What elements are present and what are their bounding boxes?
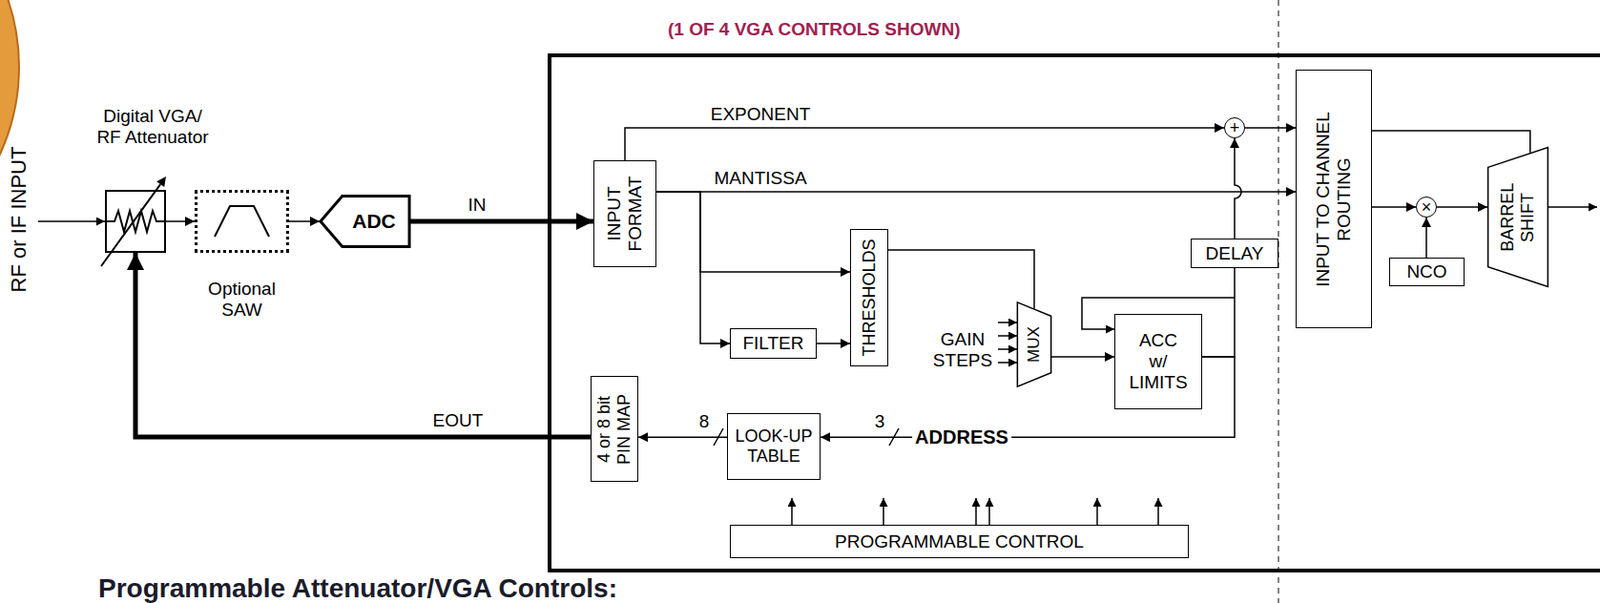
box-label: ACC w/ LIMITS [1128,330,1187,394]
connector [135,252,591,437]
signal-label: IN [468,194,487,216]
box-label: 4 or 8 bit PIN MAP [594,391,634,468]
signal-label: EOUT [433,410,484,432]
connector [656,191,851,272]
chip-boundary: INPUT FORMAT + INPUT TO CHANNEL ROUTING × NC… [547,53,1600,573]
mixer-circle: × [1415,196,1437,218]
connector [1202,268,1235,357]
control-arrow [1096,498,1099,525]
variable-arrow [101,184,161,267]
connector [638,436,728,438]
process-box: INPUT TO CHANNEL ROUTING [1295,69,1372,329]
signal-label: EXPONENT [710,103,811,125]
connector [1245,126,1296,129]
control-arrow [988,498,991,525]
attenuator-block: Digital VGA/ RF Attenuator [104,189,167,253]
box-label: FILTER [742,332,804,354]
box-label: THRESHOLDS [859,238,880,356]
barrel-outline-shape [1488,146,1549,287]
process-box: THRESHOLDS [850,228,889,367]
connector [656,190,1296,193]
box-label: INPUT TO CHANNEL ROUTING [1312,101,1355,297]
bandpass-symbol [197,192,287,250]
gain-step-arrow [997,321,1018,324]
connector [816,342,851,345]
process-box: INPUT FORMAT [593,160,657,268]
mux-outline-shape [1017,302,1051,387]
connector [1371,130,1531,153]
connector [1051,355,1115,358]
connector [656,191,730,344]
control-arrow [1157,498,1160,525]
attenuator-symbol [106,191,165,251]
dashed-divider [1277,0,1279,603]
bus-width: 3 [874,411,886,433]
shifter-block: BARREL SHIFT [1487,145,1549,289]
gain-step-arrow [997,334,1018,337]
signal-name: RF or IF INPUT [6,146,31,293]
box-label: PROGRAMMABLE CONTROL [834,531,1084,553]
process-box: FILTER [729,328,817,359]
adc-block: ADC [319,195,411,248]
control-arrow [882,498,885,525]
variable-arrowhead [156,176,167,188]
slide-title: Programmable Attenuator/VGA Controls: [98,575,618,603]
bandpass-curve [214,206,270,237]
process-box: DELAY [1190,238,1279,269]
resistor-symbol [106,210,165,232]
process-box: NCO [1389,257,1465,287]
bus-width: 8 [699,411,710,433]
signal-label: ADDRESS [912,426,1012,449]
connector [410,219,594,225]
connector [1234,138,1242,239]
box-label: DELAY [1205,243,1265,265]
connector [1425,217,1428,258]
process-box: LOOK-UP TABLE [727,413,821,480]
signal-label: MANTISSA [713,167,807,189]
box-label: + [1229,119,1241,137]
box-label: INPUT FORMAT [603,176,646,252]
box-label: × [1421,198,1433,216]
summer-circle: + [1224,117,1246,139]
box-label: MUX [1024,326,1044,363]
adc-outline-shape [320,196,410,248]
gain-step-arrow [997,348,1018,351]
box-label: LOOK-UP TABLE [733,426,814,466]
block-label: Digital VGA/ RF Attenuator [93,105,213,148]
section-heading: (1 OF 4 VGA CONTROLS SHOWN) [667,19,960,41]
box-label: NCO [1406,261,1447,283]
process-box: 4 or 8 bit PIN MAP [590,375,639,482]
box-label: BARREL SHIFT [1497,183,1538,251]
input-arrow [38,220,105,223]
connector [166,220,195,223]
saw-filter: Optional SAW [194,189,290,253]
output-arrow [1548,206,1598,208]
connector [624,127,1225,161]
gain-step-arrow [997,361,1018,364]
process-box: ACC w/ LIMITS [1114,313,1203,410]
connector [1436,206,1488,208]
mux-block: MUX [1017,301,1052,388]
control-bar: PROGRAMMABLE CONTROL [729,524,1189,559]
connector [1371,206,1416,208]
signal-name: GAIN STEPS [933,329,993,372]
connector [289,220,320,223]
control-arrow [975,498,977,525]
connector [888,249,1035,310]
box-label: ADC [352,209,396,233]
control-arrow [790,498,793,525]
block-label: Optional SAW [207,278,276,321]
